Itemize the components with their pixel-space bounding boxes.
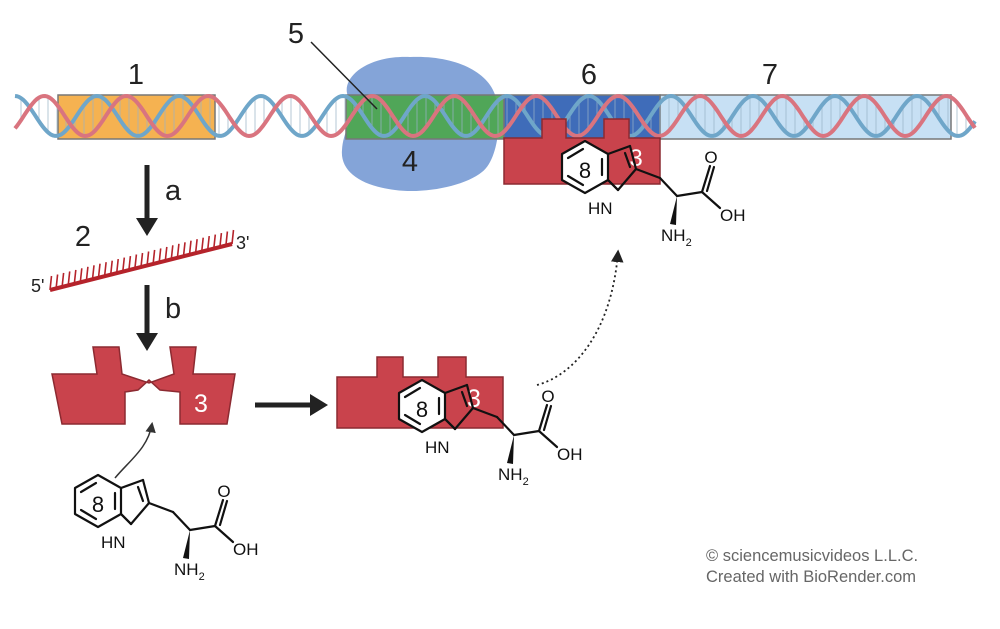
hn-label: HN xyxy=(425,438,450,457)
mrna-nucleotide xyxy=(128,256,132,271)
repressor-inactive: 3 xyxy=(51,346,236,425)
tryptophan-label: 8 xyxy=(416,397,428,422)
tryptophan-label: 8 xyxy=(579,158,591,183)
nh2-label: NH2 xyxy=(498,465,529,488)
tryptophan-on-operator: 8HN O OH NH2 xyxy=(560,139,746,249)
mrna-nucleotide xyxy=(85,266,89,281)
dna-helix xyxy=(13,93,977,139)
label-mrna: 2 xyxy=(75,221,91,253)
transcription-arrow xyxy=(136,165,158,236)
mrna-strand xyxy=(49,229,235,292)
promoter-pointer-line xyxy=(310,41,378,110)
repressor-inactive-label: 3 xyxy=(194,390,208,418)
step-b-label: b xyxy=(165,293,181,325)
mrna-nucleotide xyxy=(122,257,126,272)
oh-label: OH xyxy=(557,445,583,464)
mrna-nucleotide xyxy=(67,271,71,286)
mrna-nucleotide xyxy=(73,269,77,284)
tryptophan-label: 8 xyxy=(92,492,104,517)
mrna-5-prime: 5' xyxy=(31,276,44,296)
hn-label: HN xyxy=(588,199,613,218)
translation-arrow xyxy=(136,285,158,351)
hn-label: HN xyxy=(101,533,126,552)
label-structural-genes: 7 xyxy=(762,59,778,91)
mrna-nucleotide xyxy=(140,252,144,268)
oxygen-label: O xyxy=(217,482,230,501)
mrna-nucleotide xyxy=(164,246,168,261)
mrna-nucleotide xyxy=(146,251,150,266)
mrna-nucleotide xyxy=(61,272,65,287)
mrna-nucleotide xyxy=(188,240,192,255)
mrna-3-prime: 3' xyxy=(236,233,249,253)
binding-curved-arrow xyxy=(114,421,156,479)
oh-label: OH xyxy=(233,540,259,559)
mrna-nucleotide xyxy=(158,248,162,263)
mrna-nucleotide xyxy=(194,239,198,254)
label-operator: 6 xyxy=(581,59,597,91)
mrna-nucleotide xyxy=(231,229,235,245)
tryptophan-in-repressor: 8HN O OH NH2 xyxy=(397,378,583,488)
credit-line-2: Created with BioRender.com xyxy=(706,568,917,586)
mrna-nucleotide xyxy=(170,245,174,260)
credits: © sciencemusicvideos L.L.C. Created with… xyxy=(706,546,991,588)
label-gene: 1 xyxy=(128,59,144,91)
mrna-nucleotide xyxy=(115,259,119,274)
mrna-nucleotide xyxy=(91,265,95,280)
mrna-nucleotide xyxy=(219,233,223,248)
oxygen-label: O xyxy=(541,387,554,406)
mrna-nucleotide xyxy=(152,249,156,264)
mrna-nucleotide xyxy=(213,234,217,249)
tryptophan-free: 8HN O OH NH2 xyxy=(73,473,259,583)
nh2-label: NH2 xyxy=(174,560,205,583)
oxygen-label: O xyxy=(704,148,717,167)
label-rna-polymerase: 4 xyxy=(402,146,418,178)
mrna-nucleotide xyxy=(182,242,186,257)
repressor-bound-label: 3 xyxy=(629,145,642,172)
mrna-nucleotide xyxy=(97,263,101,278)
activation-arrow xyxy=(255,394,328,416)
step-a-label: a xyxy=(165,175,182,207)
nh2-label: NH2 xyxy=(661,226,692,249)
mrna-nucleotide xyxy=(109,260,113,275)
mrna-nucleotide xyxy=(79,268,83,283)
mrna-nucleotide xyxy=(55,274,59,289)
dna-strand-red xyxy=(13,93,977,139)
label-promoter: 5 xyxy=(288,18,304,50)
mrna-nucleotide xyxy=(134,254,138,269)
mrna-nucleotide xyxy=(49,275,53,291)
repressor-active-label: 3 xyxy=(467,385,481,413)
mrna-nucleotide xyxy=(206,236,210,251)
credit-line-1: © sciencemusicvideos L.L.C. xyxy=(706,547,919,565)
mrna-nucleotide xyxy=(176,243,180,258)
mrna-nucleotide xyxy=(225,231,229,246)
mrna-nucleotide xyxy=(103,262,107,277)
dotted-arrow-to-operator xyxy=(536,249,624,386)
mrna-nucleotide xyxy=(200,237,204,252)
dna-strand-blue xyxy=(14,93,977,138)
oh-label: OH xyxy=(720,206,746,225)
